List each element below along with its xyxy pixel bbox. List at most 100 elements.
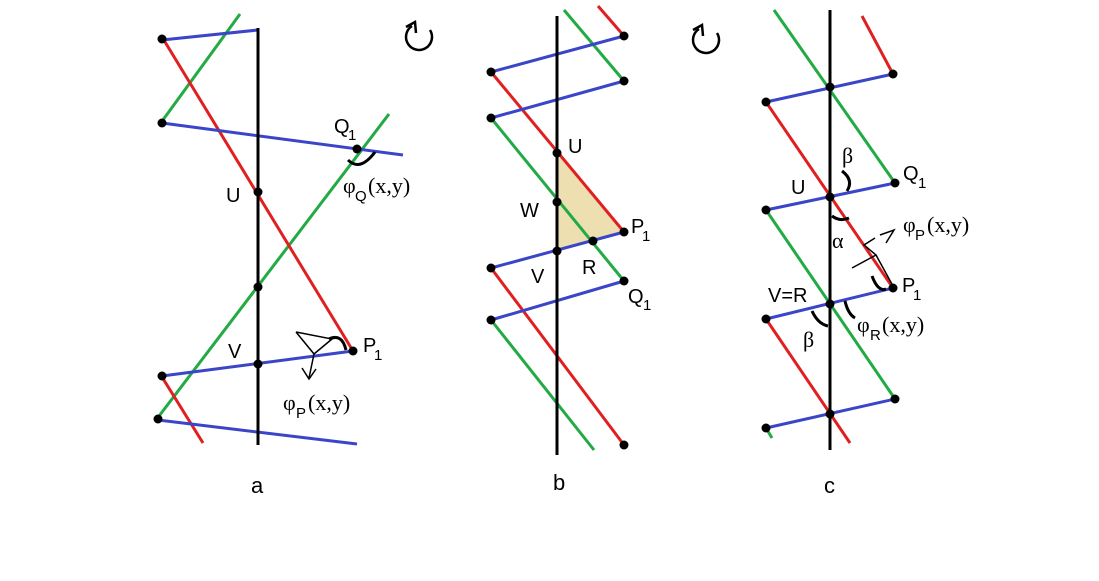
caption-c: c: [824, 473, 835, 498]
point-q1: [890, 178, 900, 188]
green-line: [772, 9, 897, 184]
label-p-sub: 1: [642, 228, 650, 245]
phi-symbol: φ: [343, 173, 356, 198]
blue-line: [161, 121, 404, 157]
label-w: W: [520, 200, 539, 222]
label-q-sub: 1: [918, 175, 926, 192]
point: [761, 423, 771, 433]
point-u: [825, 192, 835, 202]
label-q: Q: [628, 286, 644, 308]
angle-arc-q: [346, 151, 377, 166]
phi-p-args: (x,y): [927, 212, 969, 237]
phi-p-args: (x,y): [308, 390, 350, 415]
point: [253, 282, 263, 292]
point-q1: [619, 276, 629, 286]
point: [761, 314, 771, 324]
point: [825, 82, 835, 92]
counterclockwise-arrow-icon: [691, 22, 721, 55]
point-p1: [348, 346, 358, 356]
point: [486, 263, 496, 273]
arrow-head: [879, 228, 896, 244]
point: [486, 67, 496, 77]
point-u: [552, 148, 562, 158]
point: [486, 315, 496, 325]
label-alpha: α: [832, 228, 844, 253]
phi-q-sub: Q: [355, 188, 367, 205]
label-u: U: [568, 136, 582, 158]
green-line: [154, 113, 391, 421]
label-q-sub: 1: [348, 127, 356, 144]
red-line: [860, 15, 895, 75]
point-q1: [352, 144, 362, 154]
phi-r-sub: R: [870, 327, 881, 344]
point-v-r: [825, 299, 835, 309]
direction-arrow: [295, 331, 334, 379]
point-r: [588, 236, 598, 246]
point: [761, 205, 771, 215]
direction-arrow: [851, 237, 878, 269]
point: [890, 394, 900, 404]
point: [157, 34, 167, 44]
angle-arc-r: [843, 300, 856, 320]
angle-arc-beta-bottom: [810, 310, 829, 328]
phi-q-args: (x,y): [368, 173, 410, 198]
label-q-sub: 1: [643, 297, 651, 314]
point-v: [253, 359, 263, 369]
label-v: V: [531, 266, 545, 288]
arrow-head: [301, 367, 317, 381]
point: [825, 409, 835, 419]
point-u: [253, 187, 263, 197]
red-line: [764, 318, 852, 444]
label-p: P: [363, 335, 376, 357]
red-line: [596, 5, 626, 37]
point: [888, 69, 898, 79]
blue-line: [161, 28, 259, 42]
label-r: R: [582, 257, 596, 279]
label-beta-bottom: β: [803, 327, 814, 352]
label-u: U: [791, 177, 805, 199]
point-v: [552, 246, 562, 256]
point-w: [552, 197, 562, 207]
phi-r-args: (x,y): [882, 312, 924, 337]
point: [157, 118, 167, 128]
label-u: U: [226, 185, 240, 207]
point: [486, 113, 496, 123]
angle-arc-p: [870, 275, 887, 291]
counterclockwise-arrow-icon: [404, 19, 434, 52]
point: [153, 414, 163, 424]
label-v: V: [228, 341, 242, 363]
angle-arc-alpha: [831, 214, 850, 222]
point: [761, 97, 771, 107]
label-p: P: [902, 275, 915, 297]
green-line: [158, 13, 242, 125]
phi-p-sub: P: [296, 405, 306, 422]
label-q: Q: [903, 163, 919, 185]
angle-arc-beta-top: [841, 169, 852, 192]
point-p1: [619, 227, 629, 237]
label-v-equals-r: V=R: [768, 285, 807, 307]
point: [157, 371, 167, 381]
phi-symbol: φ: [903, 212, 916, 237]
red-line: [160, 376, 205, 444]
caption-b: b: [553, 470, 565, 495]
point: [619, 76, 629, 86]
phi-p-sub: P: [915, 227, 925, 244]
panel-c: β Q 1 U φ P (x,y) α P 1 V=R φ R (x,y) β …: [761, 9, 969, 498]
arrow-shaft: [875, 254, 894, 287]
label-p-sub: 1: [374, 347, 382, 364]
label-p-sub: 1: [913, 287, 921, 304]
label-p: P: [631, 216, 644, 238]
shaded-triangle: [557, 153, 624, 251]
phi-symbol: φ: [857, 312, 870, 337]
panel-a: Q 1 φ Q (x,y) U V P 1 φ P (x,y) a: [153, 13, 410, 498]
point: [619, 31, 629, 41]
label-q: Q: [334, 116, 350, 138]
label-beta-top: β: [842, 143, 853, 168]
panel-b: U W P 1 R V Q 1 b: [486, 5, 651, 495]
green-line: [489, 319, 596, 451]
point: [619, 440, 629, 450]
caption-a: a: [251, 473, 264, 498]
point-p1: [888, 283, 898, 293]
